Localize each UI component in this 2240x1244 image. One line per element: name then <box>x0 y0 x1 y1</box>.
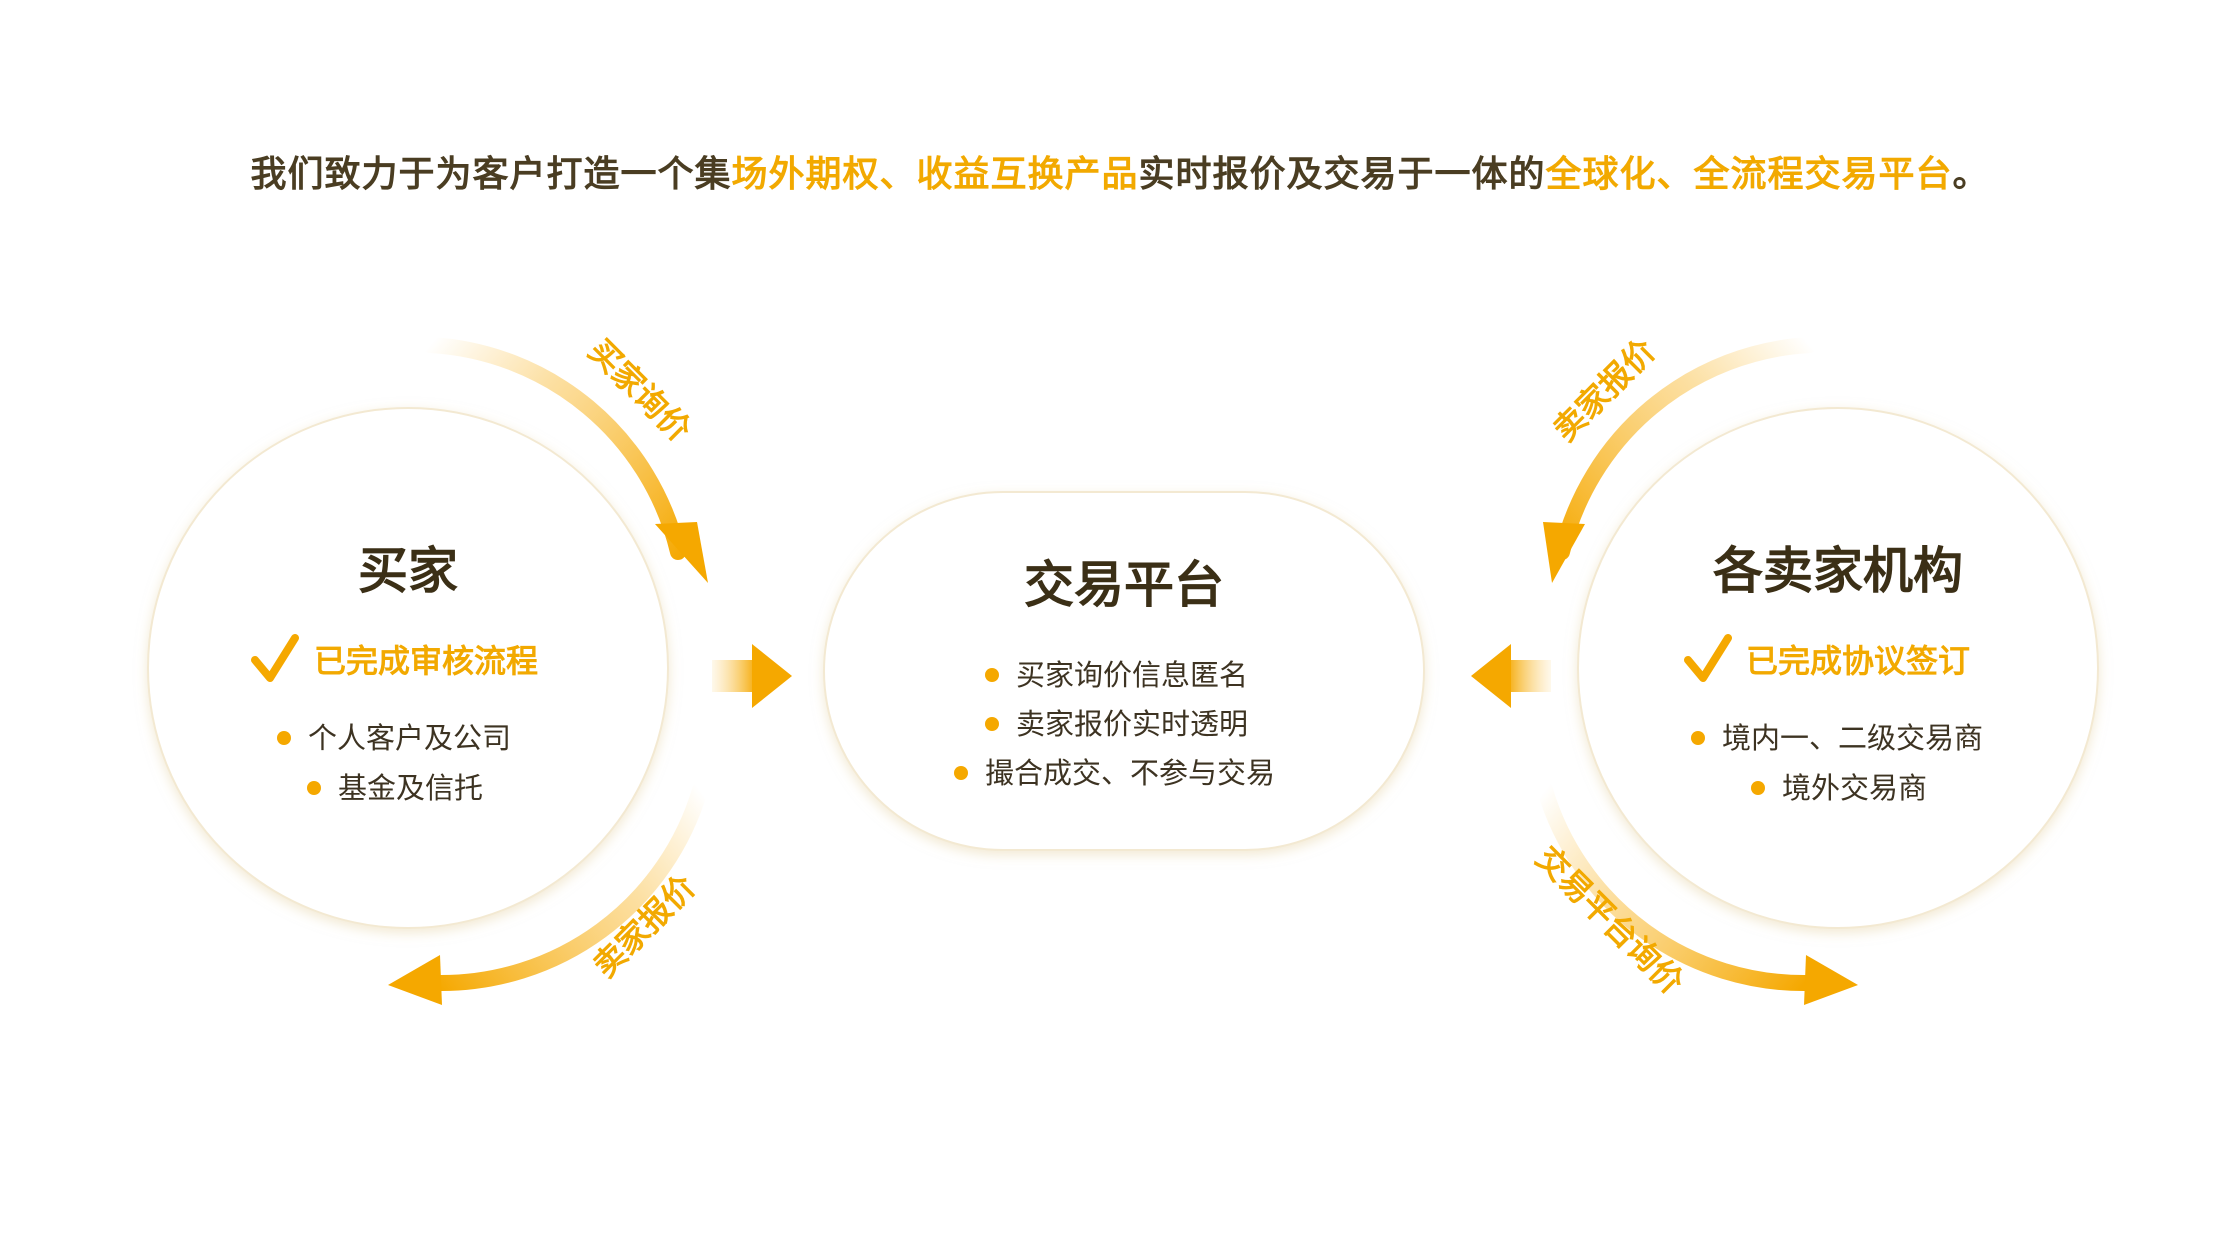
arrow-seller-quote-right <box>1543 337 1818 583</box>
arrow-buyer-inquiry <box>422 337 708 583</box>
intro-text: 实时报价及交易于一体的 <box>1138 154 1546 195</box>
arrow-label-buyer-inquiry: 买家询价 <box>581 332 698 449</box>
platform-item: 卖家报价实时透明 <box>1016 707 1248 741</box>
arrow-seller-quote-left <box>388 782 708 1005</box>
bullet-dot-icon <box>985 668 999 682</box>
bullet-dot-icon <box>1691 731 1705 745</box>
arrow-icon <box>752 644 792 708</box>
sellers-check-label: 已完成协议签订 <box>1746 642 1970 680</box>
platform-item: 买家询价信息匿名 <box>1016 658 1248 692</box>
buyer-node: 买家 已完成审核流程 个人客户及公司 基金及信托 <box>147 407 669 929</box>
sellers-item: 境外交易商 <box>1782 771 1927 805</box>
intro-sentence: 我们致力于为客户打造一个集场外期权、收益互换产品实时报价及交易于一体的全球化、全… <box>0 145 2240 197</box>
intro-text: 我们致力于为客户打造一个集 <box>250 154 732 195</box>
bullet-dot-icon <box>1751 781 1765 795</box>
bullet-dot-icon <box>985 717 999 731</box>
platform-item: 撮合成交、不参与交易 <box>985 756 1275 790</box>
buyer-circle <box>147 407 669 929</box>
intro-highlight: 场外期权、收益互换产品 <box>731 154 1139 195</box>
intro-text: 。 <box>1952 154 1990 195</box>
arrow-from-sellers <box>1471 644 1551 708</box>
platform-pill <box>823 491 1425 851</box>
arrow-label-seller-quote-right: 卖家报价 <box>1546 332 1663 449</box>
arrow-platform-inquiry <box>1537 782 1858 1005</box>
sellers-node: 各卖家机构 已完成协议签订 境内一、二级交易商 境外交易商 <box>1577 407 2099 929</box>
arrow-icon <box>655 522 708 583</box>
sellers-item: 境内一、二级交易商 <box>1722 721 1983 755</box>
arrow-icon <box>1471 644 1511 708</box>
bullet-dot-icon <box>954 766 968 780</box>
arrow-to-platform <box>712 644 792 708</box>
arrow-icon <box>1804 955 1858 1005</box>
platform-node: 交易平台 买家询价信息匿名 卖家报价实时透明 撮合成交、不参与交易 <box>823 491 1425 851</box>
arrow-icon <box>1543 522 1585 583</box>
bullet-dot-icon <box>277 731 291 745</box>
buyer-title: 买家 <box>358 542 458 600</box>
arrow-icon <box>388 955 442 1005</box>
buyer-item: 个人客户及公司 <box>308 721 511 755</box>
sellers-title: 各卖家机构 <box>1713 542 1963 600</box>
sellers-circle <box>1577 407 2099 929</box>
check-icon <box>251 634 299 682</box>
buyer-item: 基金及信托 <box>338 771 483 805</box>
bullet-dot-icon <box>307 781 321 795</box>
platform-title: 交易平台 <box>1024 556 1224 614</box>
intro-highlight: 全球化、全流程交易平台 <box>1545 154 1953 195</box>
check-icon <box>1684 634 1732 682</box>
buyer-check-label: 已完成审核流程 <box>314 642 538 680</box>
